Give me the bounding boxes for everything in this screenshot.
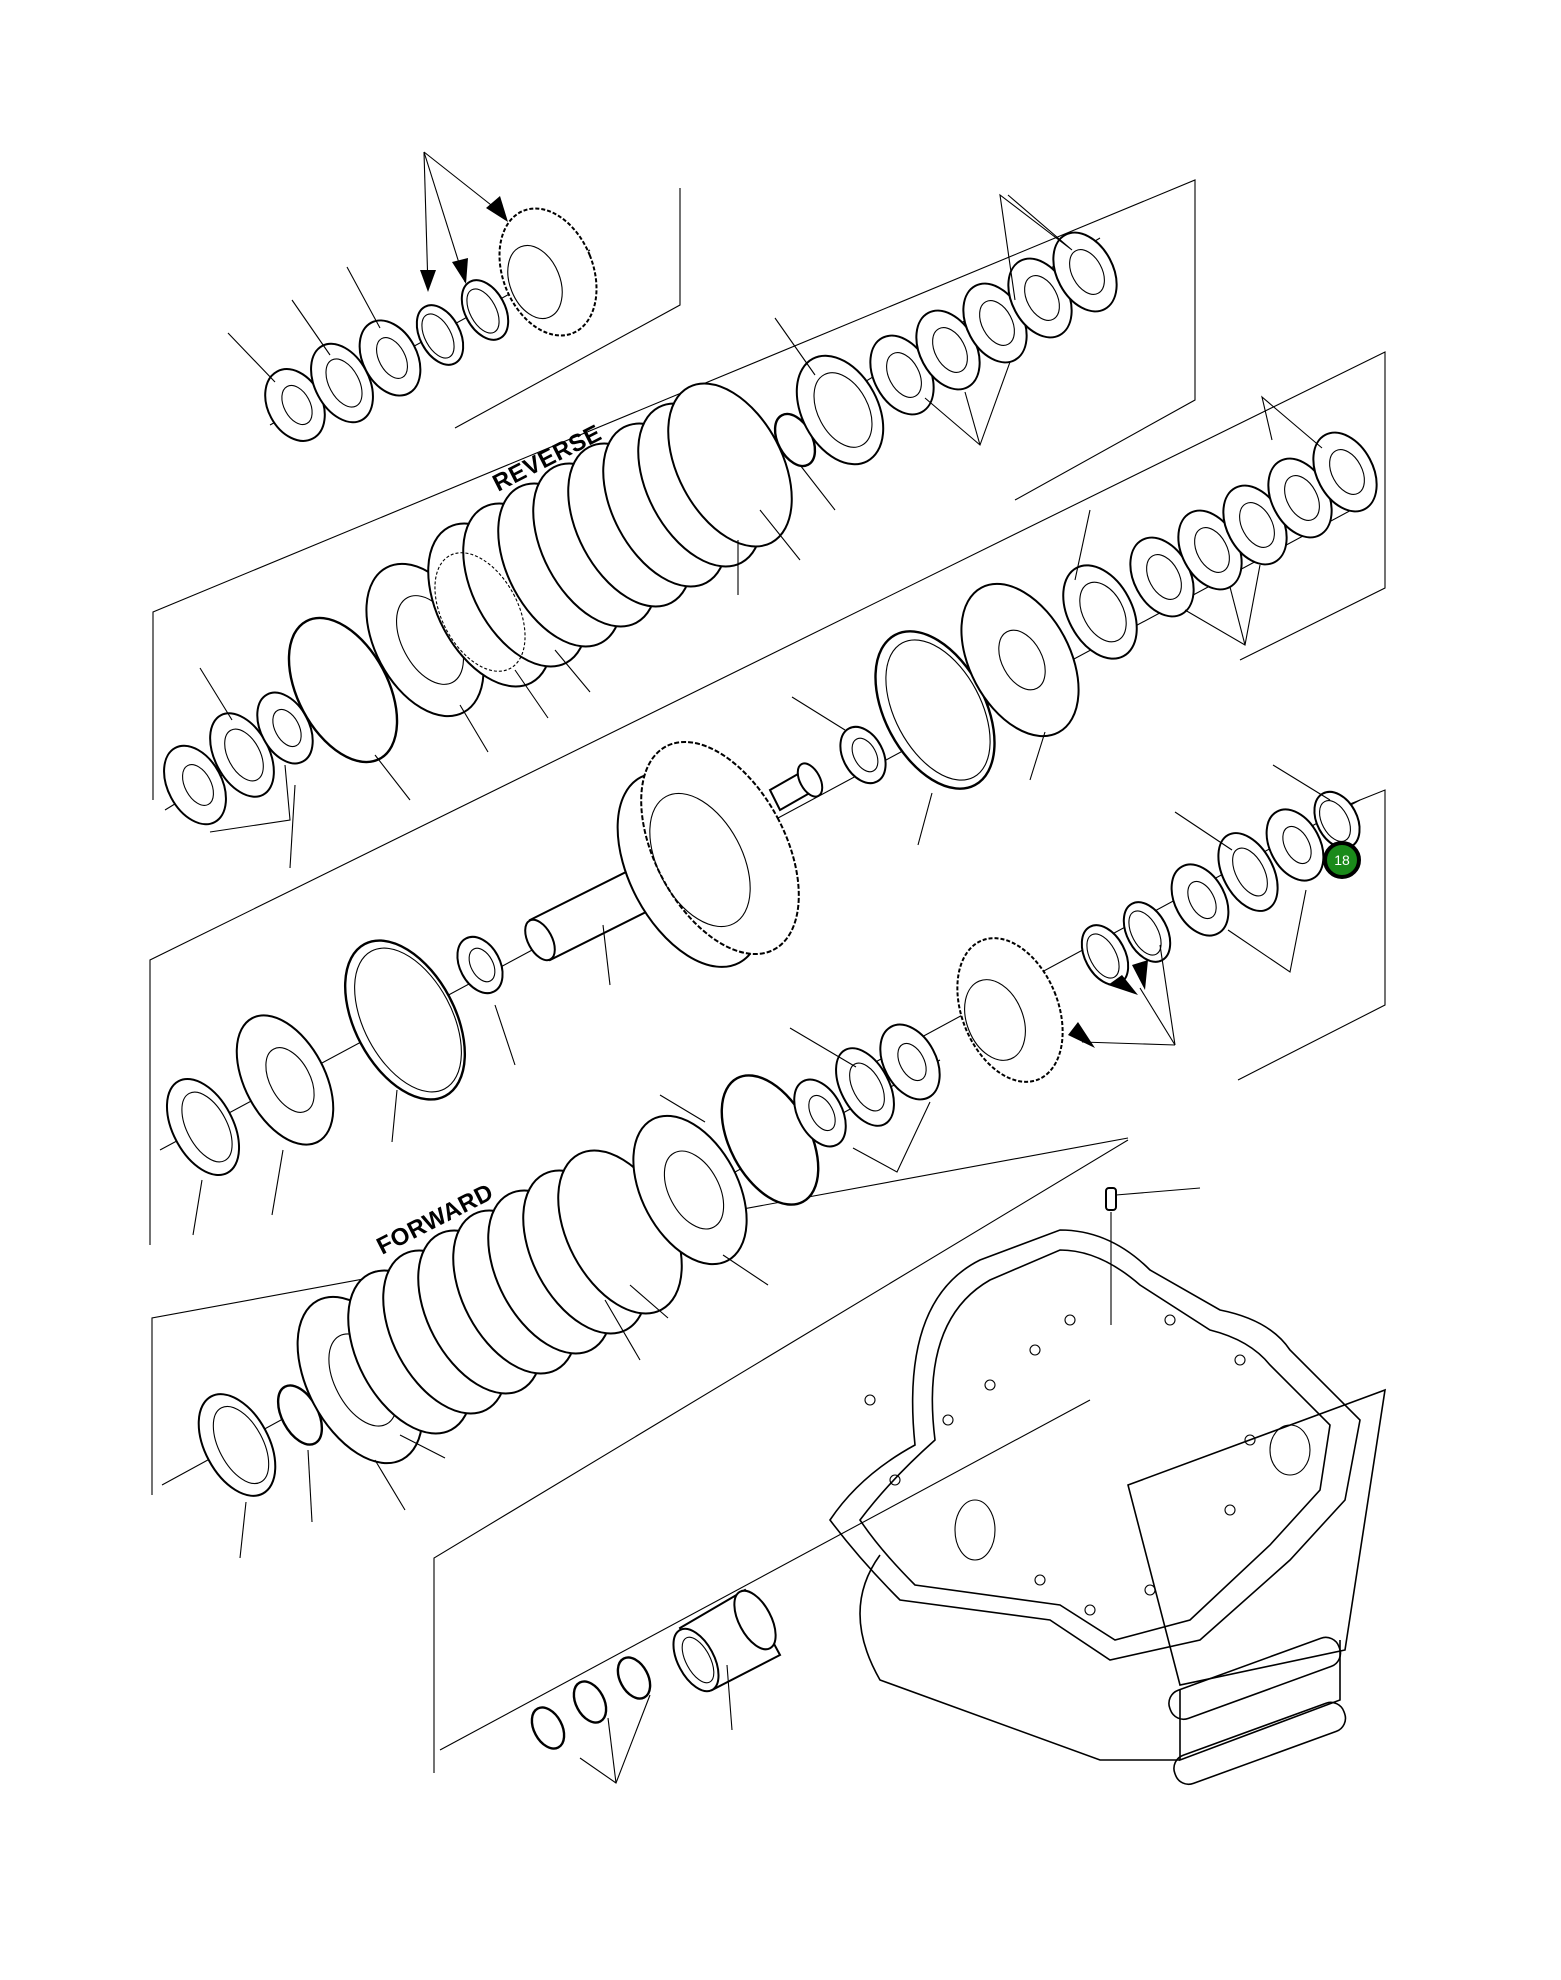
panel-housing xyxy=(433,1139,1386,1786)
panel-reverse-clutch: REVERSE xyxy=(152,179,1196,869)
panel-clutch-shaft xyxy=(149,351,1386,1245)
forward-clutch-discs xyxy=(347,1149,683,1435)
clutch-shaft-drum xyxy=(524,740,824,968)
sleeve xyxy=(672,1588,782,1693)
panel-forward-gear xyxy=(869,764,1386,1083)
panel-idler-gear xyxy=(227,151,681,442)
reverse-clutch-discs xyxy=(427,382,793,688)
callout-number: 18 xyxy=(1334,852,1350,868)
stud xyxy=(1105,1187,1201,1325)
transmission-housing xyxy=(829,1229,1386,1786)
callout-badge-18[interactable]: 18 xyxy=(1323,841,1361,879)
